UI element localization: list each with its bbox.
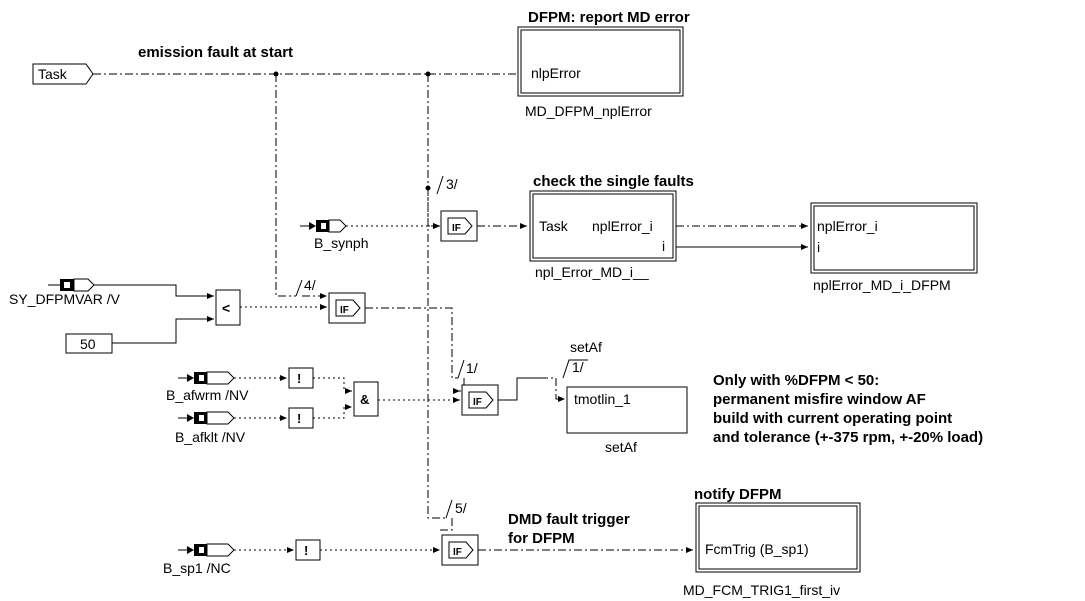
not-block-afwrm: !: [288, 367, 314, 389]
svg-text:IF: IF: [452, 223, 461, 234]
svg-text:IF: IF: [453, 547, 462, 558]
comment-line-3: build with current operating point: [713, 410, 952, 427]
svg-text:nplError_MD_i_DFPM: nplError_MD_i_DFPM: [813, 277, 951, 293]
block-md-dfpm-nplerror: nlpError MD_DFPM_nplError: [517, 26, 684, 119]
b-sp1-input: B_sp1 /NC: [163, 543, 235, 576]
svg-text:MD_FCM_TRIG1_first_iv: MD_FCM_TRIG1_first_iv: [683, 582, 840, 598]
svg-text:IF: IF: [473, 397, 482, 408]
not-block-sp1: !: [295, 539, 321, 561]
svg-text:!: !: [304, 543, 308, 558]
dmd-trigger-label-2: for DFPM: [508, 530, 575, 547]
svg-text:npl_Error_MD_i__: npl_Error_MD_i__: [535, 264, 649, 280]
task-input: Task: [32, 63, 94, 85]
svg-text:i: i: [662, 238, 665, 254]
svg-text:&: &: [360, 392, 369, 407]
svg-text:SY_DFPMVAR /V: SY_DFPMVAR /V: [9, 291, 121, 307]
seq-label-3: 3/: [446, 176, 458, 192]
seq-label-5: 5/: [455, 500, 467, 516]
seq-label-4: 4/: [304, 277, 316, 293]
b-afklt-input: B_afklt /NV: [175, 411, 246, 445]
if-block-sp1: IF: [441, 534, 479, 566]
block-nplerror-md-i-dfpm: nplError_i i nplError_MD_i_DFPM: [810, 202, 978, 293]
svg-text:nlpError: nlpError: [531, 65, 581, 81]
comment-line-2: permanent misfire window AF: [713, 391, 926, 408]
block-setaf: tmotlin_1 setAf: [566, 386, 688, 455]
block-npl-error-md-i: Task nplError_i i npl_Error_MD_i__: [529, 190, 677, 280]
dmd-trigger-label-1: DMD fault trigger: [508, 511, 630, 528]
svg-text:setAf: setAf: [605, 439, 637, 455]
svg-text:50: 50: [80, 336, 96, 352]
comment-line-4: and tolerance (+-375 rpm, +-20% load): [713, 429, 983, 446]
svg-text:B_synph: B_synph: [314, 235, 368, 251]
svg-text:MD_DFPM_nplError: MD_DFPM_nplError: [525, 103, 652, 119]
less-than-block: <: [215, 289, 241, 326]
svg-text:tmotlin_1: tmotlin_1: [574, 391, 631, 407]
svg-text:Task: Task: [38, 66, 68, 82]
comment-line-1: Only with %DFPM < 50:: [713, 372, 879, 389]
if-block-synph: IF: [440, 210, 478, 242]
svg-text:B_afwrm /NV: B_afwrm /NV: [166, 387, 249, 403]
seq-label-1: 1/: [466, 360, 478, 376]
not-block-afklt: !: [288, 407, 314, 429]
const-50: 50: [65, 333, 113, 354]
notify-dfpm-label: notify DFPM: [694, 486, 782, 503]
svg-text:!: !: [297, 371, 301, 386]
emission-fault-label: emission fault at start: [138, 44, 293, 61]
b-synph-input: B_synph: [300, 219, 368, 251]
check-single-faults-label: check the single faults: [533, 173, 694, 190]
svg-text:Task: Task: [539, 218, 569, 234]
svg-text:!: !: [297, 411, 301, 426]
svg-text:IF: IF: [340, 305, 349, 316]
dfpm-report-label: DFPM: report MD error: [528, 9, 690, 26]
if-block-setaf: IF: [461, 384, 499, 416]
block-fcm-trig: FcmTrig (B_sp1) MD_FCM_TRIG1_first_iv: [683, 502, 861, 598]
svg-text:nplError_i: nplError_i: [592, 218, 653, 234]
svg-text:B_afklt /NV: B_afklt /NV: [175, 429, 246, 445]
svg-text:<: <: [222, 300, 230, 316]
svg-text:B_sp1 /NC: B_sp1 /NC: [163, 560, 231, 576]
sy-dfpmvar-input: SY_DFPMVAR /V: [9, 278, 121, 307]
seq-label-setaf: 1/: [572, 359, 584, 375]
svg-text:nplError_i: nplError_i: [817, 218, 878, 234]
setaf-top-label: setAf: [570, 339, 602, 355]
b-afwrm-input: B_afwrm /NV: [166, 371, 249, 403]
if-block-dfpm: IF: [328, 292, 366, 324]
svg-text:FcmTrig (B_sp1): FcmTrig (B_sp1): [705, 541, 809, 557]
and-block: &: [353, 381, 379, 417]
svg-text:i: i: [817, 239, 820, 255]
